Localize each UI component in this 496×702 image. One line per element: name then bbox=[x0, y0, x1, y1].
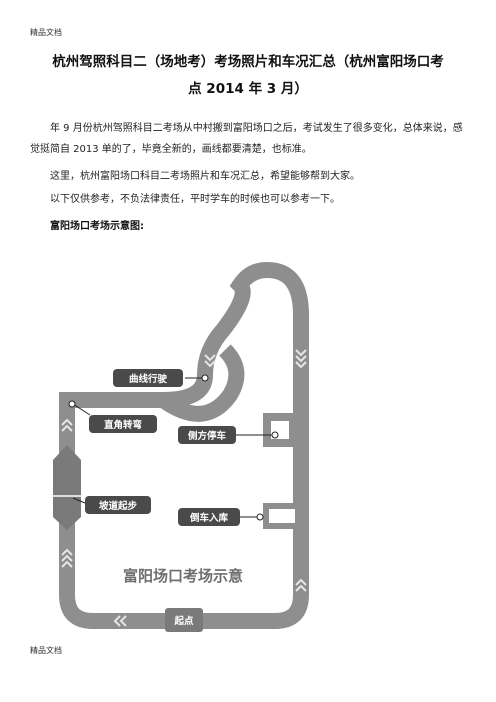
diagram-watermark: 富阳场口考场示意 bbox=[123, 567, 243, 585]
paragraph-intro: 年 9 月份杭州驾照科目二考场从中村搬到富阳场口之后，考试发生了很多变化，总体来… bbox=[30, 123, 463, 155]
doc-title-line1: 杭州驾照科目二（场地考）考场照片和车况汇总（杭州富阳场口考 bbox=[52, 54, 444, 70]
label-start-text: 起点 bbox=[173, 615, 194, 627]
paragraph-summary: 这里，杭州富阳场口科目二考场照片和车况汇总，希望能够帮到大家。 bbox=[50, 171, 360, 182]
direction-arrows bbox=[61, 349, 307, 627]
reverse-bay-inner bbox=[269, 509, 295, 523]
curve-road bbox=[147, 261, 309, 408]
leader-lines bbox=[68, 374, 279, 521]
label-reverse: 倒车入库 bbox=[178, 508, 240, 526]
right-angle-road bbox=[59, 392, 147, 455]
exam-site-diagram: 曲线行驶 直角转弯 侧方停车 坡道起步 倒车入库 富阳场口考场示意 起点 bbox=[51, 261, 309, 632]
page-footer: 精品文档 bbox=[30, 646, 62, 655]
label-right-angle-text: 直角转弯 bbox=[104, 419, 143, 431]
paragraph-disclaimer: 以下仅供参考，不负法律责任，平时学车的时候也可以参考一下。 bbox=[50, 194, 340, 205]
label-reverse-text: 倒车入库 bbox=[189, 512, 229, 524]
label-hill: 坡道起步 bbox=[85, 496, 151, 514]
curve-bend bbox=[158, 344, 245, 422]
label-hill-text: 坡道起步 bbox=[99, 500, 138, 512]
doc-title-line2: 点 2014 年 3 月） bbox=[188, 81, 308, 97]
label-side-park: 侧方停车 bbox=[178, 426, 236, 444]
diagram-caption: 富阳场口考场示意图: bbox=[50, 221, 144, 232]
label-right-angle: 直角转弯 bbox=[89, 415, 157, 433]
label-curve: 曲线行驶 bbox=[113, 369, 183, 387]
label-curve-text: 曲线行驶 bbox=[129, 373, 168, 385]
page-header: 精品文档 bbox=[30, 28, 62, 37]
label-start: 起点 bbox=[165, 608, 203, 632]
hill-ramp bbox=[53, 445, 81, 530]
label-side-park-text: 侧方停车 bbox=[188, 430, 227, 442]
